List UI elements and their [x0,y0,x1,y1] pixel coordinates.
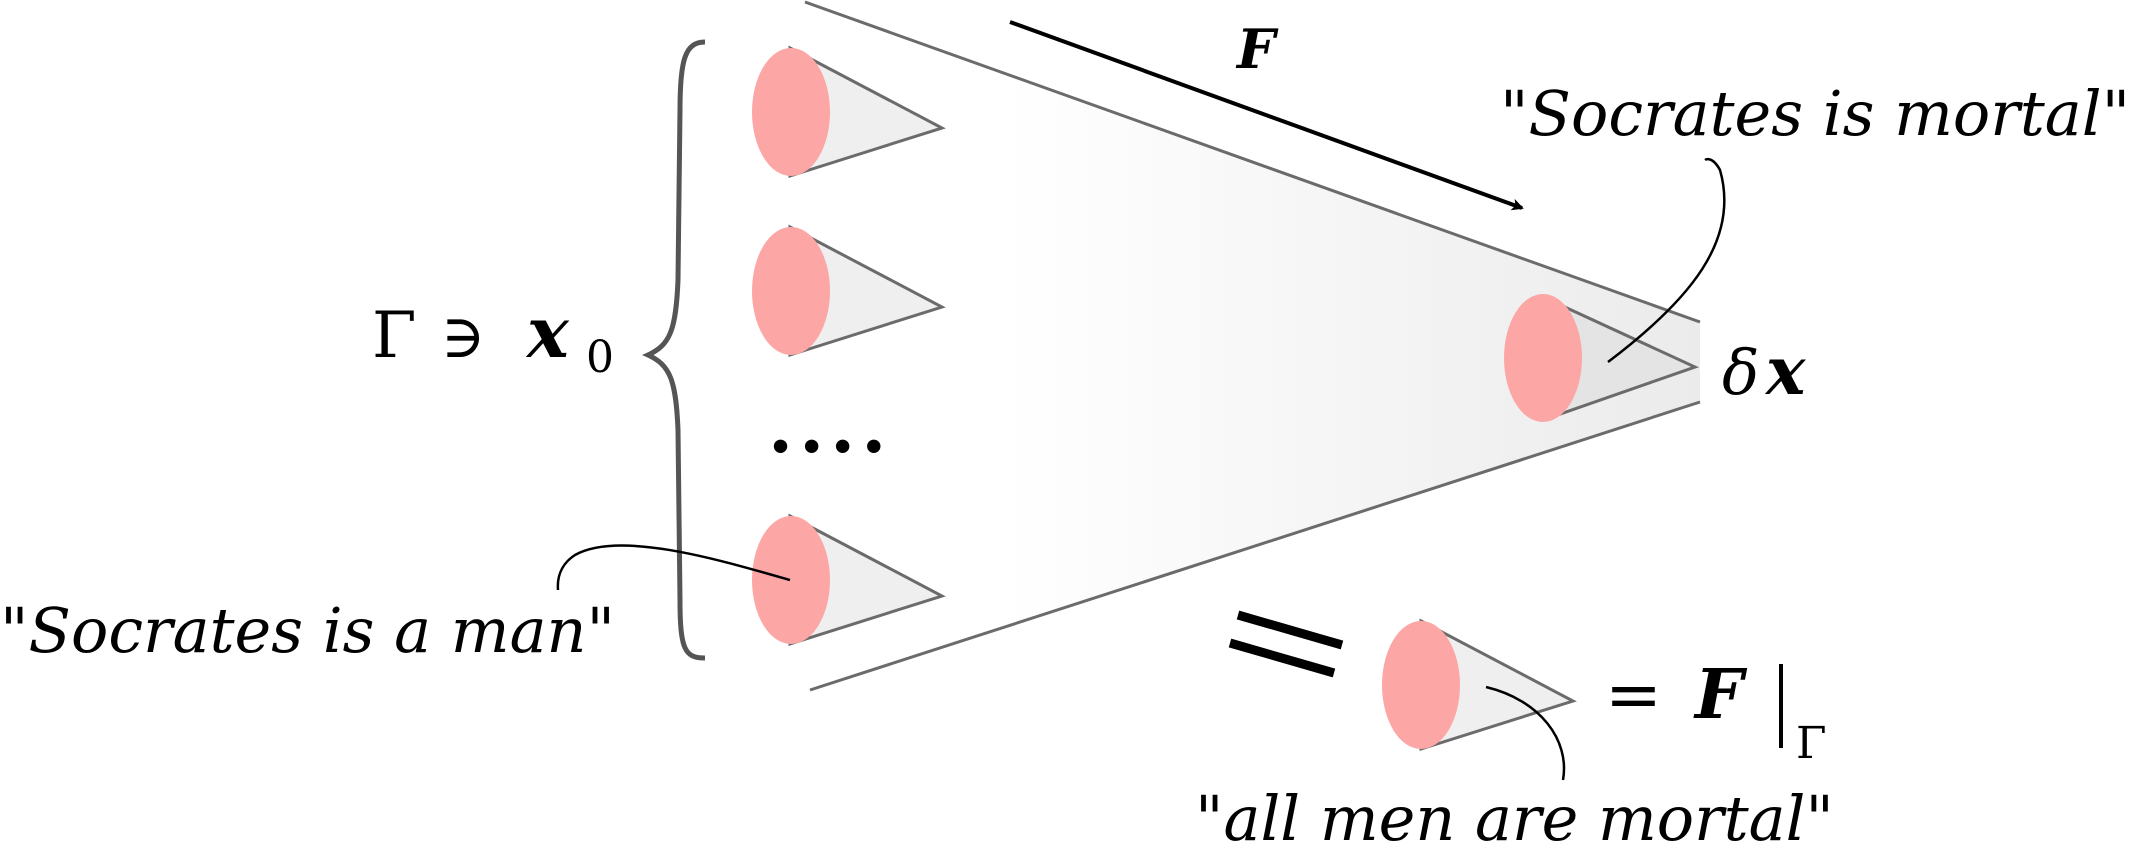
ellipsis-dots: .... [768,384,892,469]
leader-target [1607,157,1726,363]
funnel-bottom-edge [809,400,1701,692]
delta-symbol: δ [1722,336,1759,409]
rule-cone [1382,618,1577,752]
quote-all-men-mortal: "all men are mortal" [1195,782,1834,851]
target-cone [1504,294,1700,423]
set-label: Γ ∋ x 0 [372,291,614,383]
map-arrow [1009,20,1524,211]
input-cone-3 [752,513,946,647]
eq-F-symbol: F [1693,655,1748,735]
arrow-label-F: F [1235,17,1279,81]
contains-symbol: ∋ [441,302,485,372]
funnel-top-edge [804,0,1701,324]
input-cone-2 [752,224,946,358]
target-label: δ x [1722,332,1806,410]
input-cone-1 [752,45,946,179]
restriction-equation: = F Γ [1605,655,1827,769]
leader-rule [1485,685,1566,781]
equivalence-bars [1228,610,1344,678]
restriction-subscript: Γ [1796,718,1827,769]
x-subscript: 0 [586,332,614,383]
quote-socrates-mortal: "Socrates is mortal" [1500,77,2130,150]
x-symbol: x [525,291,570,374]
gamma-symbol: Γ [372,299,416,373]
quote-socrates-man: "Socrates is a man" [0,594,615,667]
equals-sign: = [1605,656,1662,735]
left-curly-brace [641,39,706,661]
funnel-fill [805,2,1700,690]
target-x-symbol: x [1764,332,1806,410]
leader-input [556,544,791,591]
propagation-funnel [804,0,1701,692]
